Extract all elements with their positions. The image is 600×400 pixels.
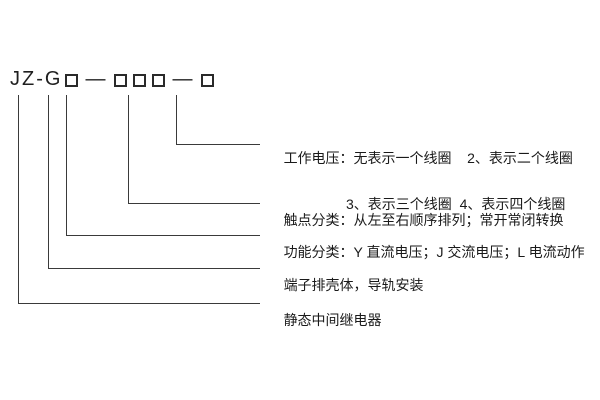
contact-code-box-1 — [114, 74, 128, 87]
connector-housing — [48, 95, 260, 269]
model-code: JZ-G — — — [10, 68, 217, 91]
label-function-class: 功能分类：Y 直流电压；J 交流电压；L 电流动作 — [268, 225, 585, 279]
contact-code-box-2 — [133, 74, 147, 87]
label-function-class-text: 功能分类：Y 直流电压；J 交流电压；L 电流动作 — [283, 244, 585, 260]
model-code-dash-2: — — [172, 68, 195, 90]
contact-code-box-3 — [152, 74, 166, 87]
label-relay-name-text: 静态中间继电器 — [283, 312, 382, 328]
model-code-dash-1: — — [85, 68, 108, 90]
label-working-voltage-line1: 工作电压：无表示一个线圈 2、表示二个线圈 — [283, 150, 573, 166]
connector-contact-class — [128, 95, 260, 204]
label-contact-class-text: 触点分类：从左至右顺序排列；常开常闭转换 — [283, 212, 564, 228]
voltage-code-box — [201, 74, 215, 87]
function-code-box — [65, 74, 79, 87]
connector-relay-name — [18, 95, 260, 304]
label-working-voltage-line2: 3、表示三个线圈 4、表示四个线圈 — [346, 196, 566, 212]
label-contact-class: 触点分类：从左至右顺序排列；常开常闭转换 — [268, 193, 564, 247]
model-code-prefix: JZ-G — [10, 68, 63, 90]
label-working-voltage: 工作电压：无表示一个线圈 2、表示二个线圈 3、表示三个线圈 4、表示四个线圈 — [268, 131, 573, 249]
connector-working-voltage — [176, 95, 260, 145]
label-housing: 端子排壳体，导轨安装 — [268, 258, 424, 312]
label-relay-name: 静态中间继电器 — [268, 293, 382, 347]
label-housing-text: 端子排壳体，导轨安装 — [283, 277, 424, 293]
connector-function-class — [66, 95, 260, 236]
